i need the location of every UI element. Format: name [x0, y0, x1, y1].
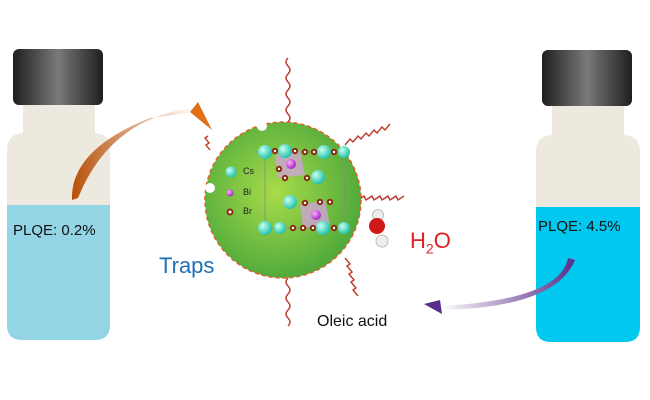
water-label: H2O	[410, 228, 451, 256]
trap-site	[355, 149, 369, 163]
water-h: H	[410, 228, 426, 253]
right-vial-label: PLQE: 4.5%	[538, 218, 621, 235]
water-sub: 2	[425, 240, 434, 257]
water-molecule	[369, 209, 389, 248]
left-vial-liquid	[7, 205, 110, 340]
bi-legend-icon	[226, 189, 234, 197]
legend-cs-label: Cs	[243, 166, 254, 176]
br-legend-icon	[226, 208, 234, 216]
oleic-acid-ligands	[203, 57, 405, 327]
legend-bi-label: Bi	[243, 187, 252, 197]
left-vial-label: PLQE: 0.2%	[13, 222, 96, 239]
right-vial	[536, 50, 640, 342]
trap-site	[205, 183, 215, 193]
element-legend	[225, 166, 237, 216]
water-o: O	[433, 228, 451, 253]
left-vial-cap	[13, 49, 103, 105]
crystal-structure	[255, 144, 350, 235]
right-vial-cap	[542, 50, 632, 106]
right-vial-liquid	[536, 207, 640, 342]
legend-br-label: Br	[243, 206, 252, 216]
trap-site	[353, 233, 363, 243]
cs-legend-icon	[225, 166, 237, 178]
arrow-right	[440, 258, 575, 310]
arrow-left-head	[190, 102, 212, 130]
oleic-acid-label: Oleic acid	[317, 313, 388, 330]
arrow-left	[71, 108, 195, 200]
arrow-right-head	[424, 300, 442, 314]
traps-label: Traps	[159, 253, 215, 278]
nanoparticle	[204, 121, 369, 279]
left-vial	[7, 49, 110, 340]
trap-site	[257, 121, 267, 131]
